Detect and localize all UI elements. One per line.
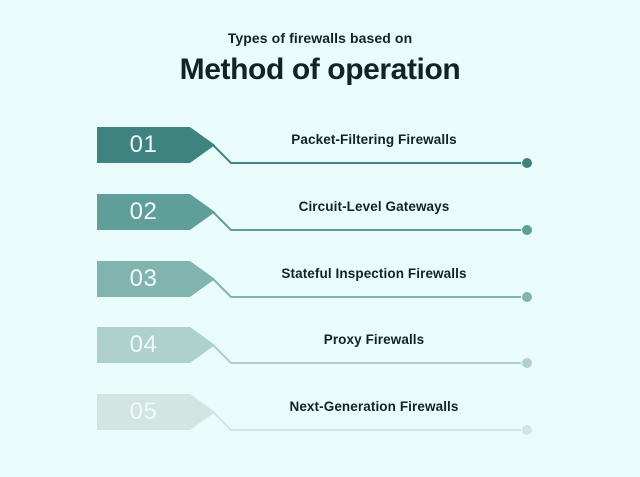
firewall-type-row: 03 Stateful Inspection Firewalls (0, 261, 640, 307)
end-dot (522, 358, 532, 368)
end-dot (522, 425, 532, 435)
number-label: 05 (129, 398, 158, 425)
firewall-type-label: Proxy Firewalls (323, 332, 425, 347)
firewall-type-label: Packet-Filtering Firewalls (291, 132, 457, 147)
number-tag-shape: 04 (97, 327, 215, 363)
end-dot (522, 225, 532, 235)
firewall-type-row: 01 Packet-Filtering Firewalls (0, 127, 640, 173)
firewall-type-label: Next-Generation Firewalls (289, 399, 459, 414)
number-tag-shape: 05 (97, 394, 215, 430)
number-tag-shape: 03 (97, 261, 215, 297)
number-tag-shape: 01 (97, 127, 215, 163)
number-label: 04 (129, 331, 158, 358)
page-title: Method of operation (179, 53, 461, 86)
connector-line (213, 144, 532, 168)
firewall-type-row: 02 Circuit-Level Gateways (0, 194, 640, 240)
firewall-type-label: Circuit-Level Gateways (298, 199, 450, 214)
end-dot (522, 292, 532, 302)
firewall-type-row: 04 Proxy Firewalls (0, 327, 640, 373)
number-tag-shape: 02 (97, 194, 215, 230)
connector-line (213, 344, 532, 368)
firewall-type-label: Stateful Inspection Firewalls (281, 266, 467, 281)
connector-line (213, 278, 532, 302)
connector-line (213, 211, 532, 235)
firewall-type-row: 05 Next-Generation Firewalls (0, 394, 640, 440)
number-label: 02 (129, 198, 158, 225)
number-label: 03 (129, 265, 158, 292)
connector-line (213, 411, 532, 435)
number-label: 01 (129, 131, 158, 158)
header: Types of firewalls based on Method of op… (0, 30, 640, 87)
end-dot (522, 158, 532, 168)
page-subtitle: Types of firewalls based on (227, 30, 413, 46)
